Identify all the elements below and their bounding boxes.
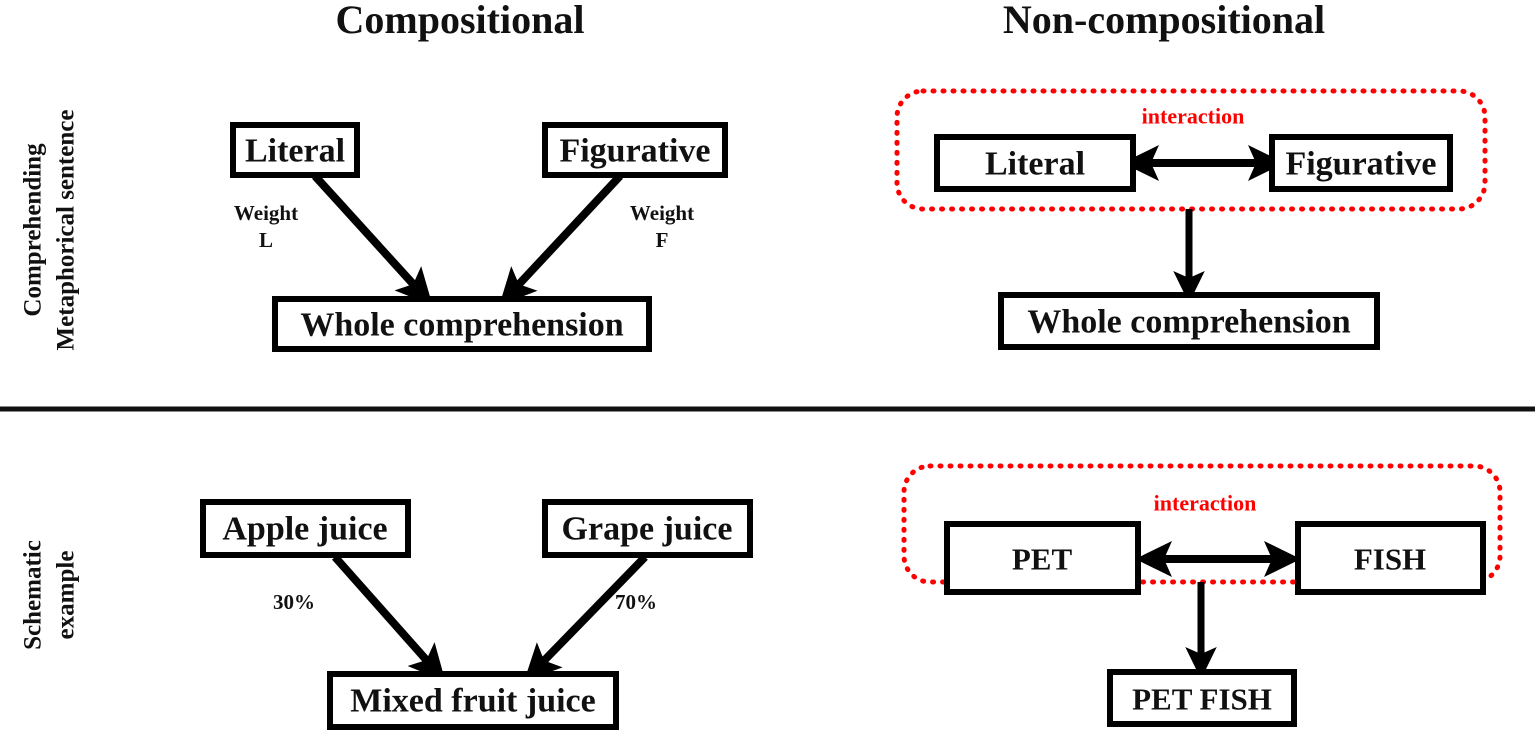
interaction-label-top: interaction [1142,104,1245,129]
node-grape-juice[interactable]: Grape juice [542,499,753,558]
arrow-figurative-to-whole [499,173,623,306]
weight-f-line2: F [656,228,669,252]
node-grape-juice-label: Grape juice [562,511,733,548]
node-fish[interactable]: FISH [1295,521,1486,595]
node-figurative-compositional-label: Figurative [559,133,710,170]
column-title-non-compositional: Non-compositional [1003,0,1325,42]
arrow-literal-to-whole [312,173,433,306]
node-literal-non-compositional-label: Literal [985,146,1085,183]
weight-f-line1: Weight [630,201,694,225]
node-whole-comprehension-compositional-label: Whole comprehension [300,307,623,344]
weight-l-line2: L [259,228,273,252]
row-label-schematic-line1: Schematic [20,540,47,650]
row-label-comprehension-line1: Comprehending [20,143,47,317]
node-whole-comprehension-compositional[interactable]: Whole comprehension [272,296,652,352]
node-pet-label: PET [1012,542,1073,577]
arrow-grape-to-mixed [524,554,648,682]
weight-l-label: Weight L [234,201,298,252]
node-apple-juice[interactable]: Apple juice [200,499,411,558]
column-title-compositional: Compositional [336,0,585,42]
row-label-comprehension-line2: Metaphorical sentence [53,110,80,351]
node-apple-juice-label: Apple juice [222,511,387,548]
node-pet-fish[interactable]: PET FISH [1107,669,1297,727]
weight-grape-percent: 70% [615,590,657,614]
weight-apple-percent: 30% [273,590,315,614]
node-whole-comprehension-non-compositional[interactable]: Whole comprehension [998,292,1380,350]
node-mixed-fruit-juice[interactable]: Mixed fruit juice [327,671,619,730]
node-literal-non-compositional[interactable]: Literal [934,134,1136,192]
node-figurative-non-compositional[interactable]: Figurative [1269,134,1453,192]
interaction-label-bottom: interaction [1154,491,1257,516]
node-pet[interactable]: PET [944,521,1141,595]
node-figurative-non-compositional-label: Figurative [1285,146,1436,183]
arrow-apple-to-mixed [332,554,446,682]
weight-f-label: Weight F [630,201,694,252]
node-literal-compositional-label: Literal [245,133,345,170]
row-label-schematic-line2: example [53,551,80,640]
row-label-comprehension: Comprehending Metaphorical sentence [20,110,80,351]
node-mixed-fruit-juice-label: Mixed fruit juice [350,683,596,720]
node-figurative-compositional[interactable]: Figurative [542,122,728,178]
node-whole-comprehension-non-compositional-label: Whole comprehension [1027,304,1350,341]
node-fish-label: FISH [1354,542,1426,577]
node-literal-compositional[interactable]: Literal [230,122,360,178]
weight-l-line1: Weight [234,201,298,225]
row-label-schematic: Schematic example [20,540,80,650]
node-pet-fish-label: PET FISH [1132,682,1272,717]
